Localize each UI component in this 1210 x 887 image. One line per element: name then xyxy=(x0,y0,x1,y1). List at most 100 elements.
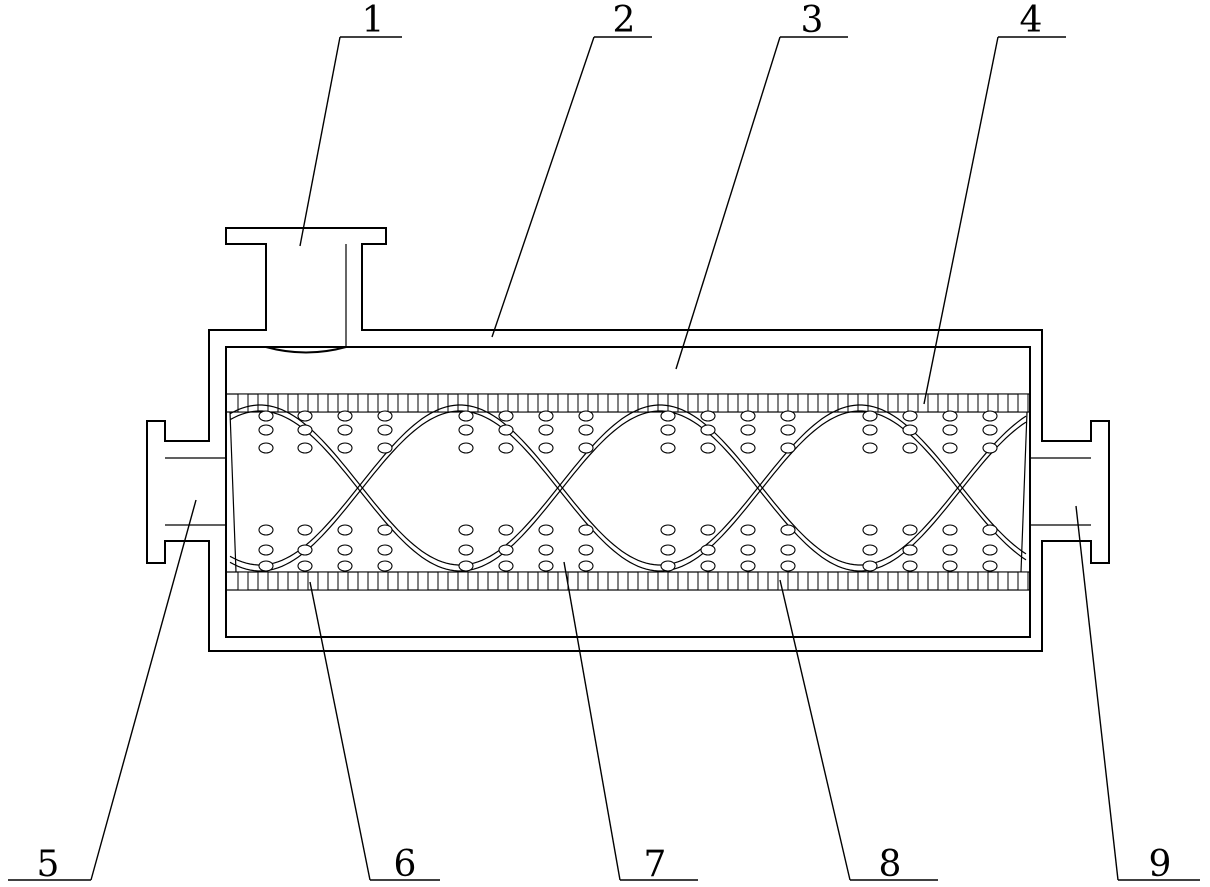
wall-slot-bottom xyxy=(757,571,769,591)
wall-slot-top xyxy=(637,393,649,413)
wall-slot-top xyxy=(437,393,449,413)
wall-slot-bottom xyxy=(297,571,309,591)
hole xyxy=(902,424,918,436)
hole xyxy=(700,524,716,536)
wall-slot-top xyxy=(617,393,629,413)
hole xyxy=(660,560,676,572)
hole xyxy=(780,560,796,572)
hole xyxy=(660,442,676,454)
callout-2: 2 xyxy=(491,0,652,338)
helix-edge-2b xyxy=(229,404,1027,566)
hole xyxy=(780,442,796,454)
hole xyxy=(578,410,594,422)
helical-twisted-strip xyxy=(229,404,1027,572)
wall-slot-bottom xyxy=(657,571,669,591)
callout-7: 7 xyxy=(563,561,698,885)
hole xyxy=(942,560,958,572)
hole xyxy=(498,524,514,536)
callout-8: 8 xyxy=(779,579,938,885)
hole xyxy=(538,410,554,422)
wall-slot-top xyxy=(857,393,869,413)
hole xyxy=(377,524,393,536)
hole xyxy=(780,410,796,422)
hole xyxy=(377,424,393,436)
wall-slot-top xyxy=(237,393,249,413)
hole xyxy=(902,560,918,572)
hole xyxy=(498,424,514,436)
wall-slot-top xyxy=(997,393,1009,413)
hole xyxy=(258,544,274,556)
hole xyxy=(498,410,514,422)
hole xyxy=(498,442,514,454)
hole xyxy=(337,410,353,422)
wall-slot-top xyxy=(697,393,709,413)
hole xyxy=(258,524,274,536)
hole xyxy=(862,410,878,422)
wall-slot-top xyxy=(317,393,329,413)
wall-slot-top xyxy=(257,393,269,413)
callout-1: 1 xyxy=(299,0,402,247)
callout-9-label: 9 xyxy=(1149,844,1172,885)
callout-8-label: 8 xyxy=(879,844,902,885)
hole xyxy=(377,442,393,454)
wall-slot-bottom xyxy=(817,571,829,591)
wall-slot-bottom xyxy=(677,571,689,591)
hole xyxy=(337,544,353,556)
hole xyxy=(862,544,878,556)
wall-slot-bottom xyxy=(397,571,409,591)
callout-9: 9 xyxy=(1075,505,1200,885)
callout-6-label: 6 xyxy=(394,844,417,885)
wall-slot-bottom xyxy=(837,571,849,591)
wall-slot-top xyxy=(717,393,729,413)
wall-slot-top xyxy=(577,393,589,413)
wall-slot-top xyxy=(937,393,949,413)
hole xyxy=(258,410,274,422)
wall-slot-top xyxy=(297,393,309,413)
wall-slot-top xyxy=(817,393,829,413)
wall-slot-top xyxy=(357,393,369,413)
hole xyxy=(538,442,554,454)
wall-slot-top xyxy=(917,393,929,413)
hole xyxy=(982,424,998,436)
hole xyxy=(538,424,554,436)
hole xyxy=(700,410,716,422)
callout-6: 6 xyxy=(309,581,440,885)
hole xyxy=(862,560,878,572)
hole xyxy=(337,424,353,436)
wall-slot-top xyxy=(377,393,389,413)
wall-slot-bottom xyxy=(497,571,509,591)
callout-5: 5 xyxy=(8,499,197,885)
hole xyxy=(780,544,796,556)
hole xyxy=(337,560,353,572)
wall-slot-bottom xyxy=(537,571,549,591)
wall-slot-bottom xyxy=(377,571,389,591)
wall-slot-bottom xyxy=(417,571,429,591)
callout-5-label: 5 xyxy=(37,844,60,885)
wall-slot-bottom xyxy=(257,571,269,591)
hole xyxy=(538,524,554,536)
hole xyxy=(902,410,918,422)
wall-slot-top xyxy=(277,393,289,413)
callout-4: 4 xyxy=(923,0,1066,405)
hole xyxy=(780,524,796,536)
wall-slot-bottom xyxy=(477,571,489,591)
hole xyxy=(458,544,474,556)
wall-slot-top xyxy=(757,393,769,413)
hole xyxy=(942,442,958,454)
hole xyxy=(458,410,474,422)
hole xyxy=(982,524,998,536)
hole xyxy=(578,424,594,436)
wall-slot-bottom xyxy=(697,571,709,591)
hole xyxy=(297,424,313,436)
hole xyxy=(700,544,716,556)
hole xyxy=(780,424,796,436)
hole xyxy=(578,544,594,556)
hole xyxy=(740,544,756,556)
hole xyxy=(297,544,313,556)
callout-4-label: 4 xyxy=(1020,0,1043,41)
hole xyxy=(862,524,878,536)
wall-slot-bottom xyxy=(317,571,329,591)
hole xyxy=(740,442,756,454)
wall-slot-top xyxy=(597,393,609,413)
outer-shell xyxy=(146,227,1110,652)
